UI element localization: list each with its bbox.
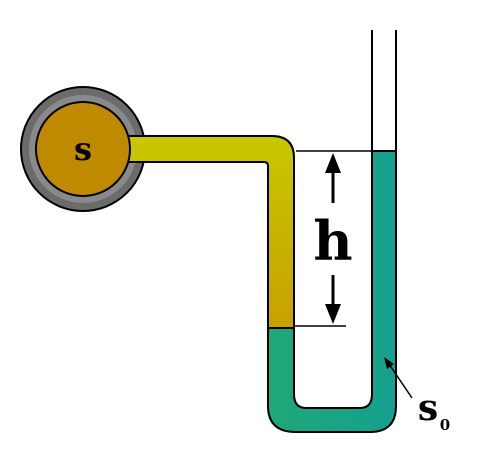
- source-bulb: [35, 101, 131, 197]
- reference-label: s: [418, 387, 438, 429]
- open-tube-empty: [372, 30, 396, 151]
- height-label: h: [313, 209, 352, 273]
- reference-pointer-line: [388, 363, 413, 399]
- height-arrow-head-top: [325, 153, 341, 173]
- connecting-pipe: [117, 135, 295, 329]
- source-label: s: [74, 130, 92, 168]
- reference-pointer-head: [384, 357, 394, 369]
- height-arrow-head-bottom: [325, 304, 341, 324]
- reference-subscript: 0: [440, 416, 450, 434]
